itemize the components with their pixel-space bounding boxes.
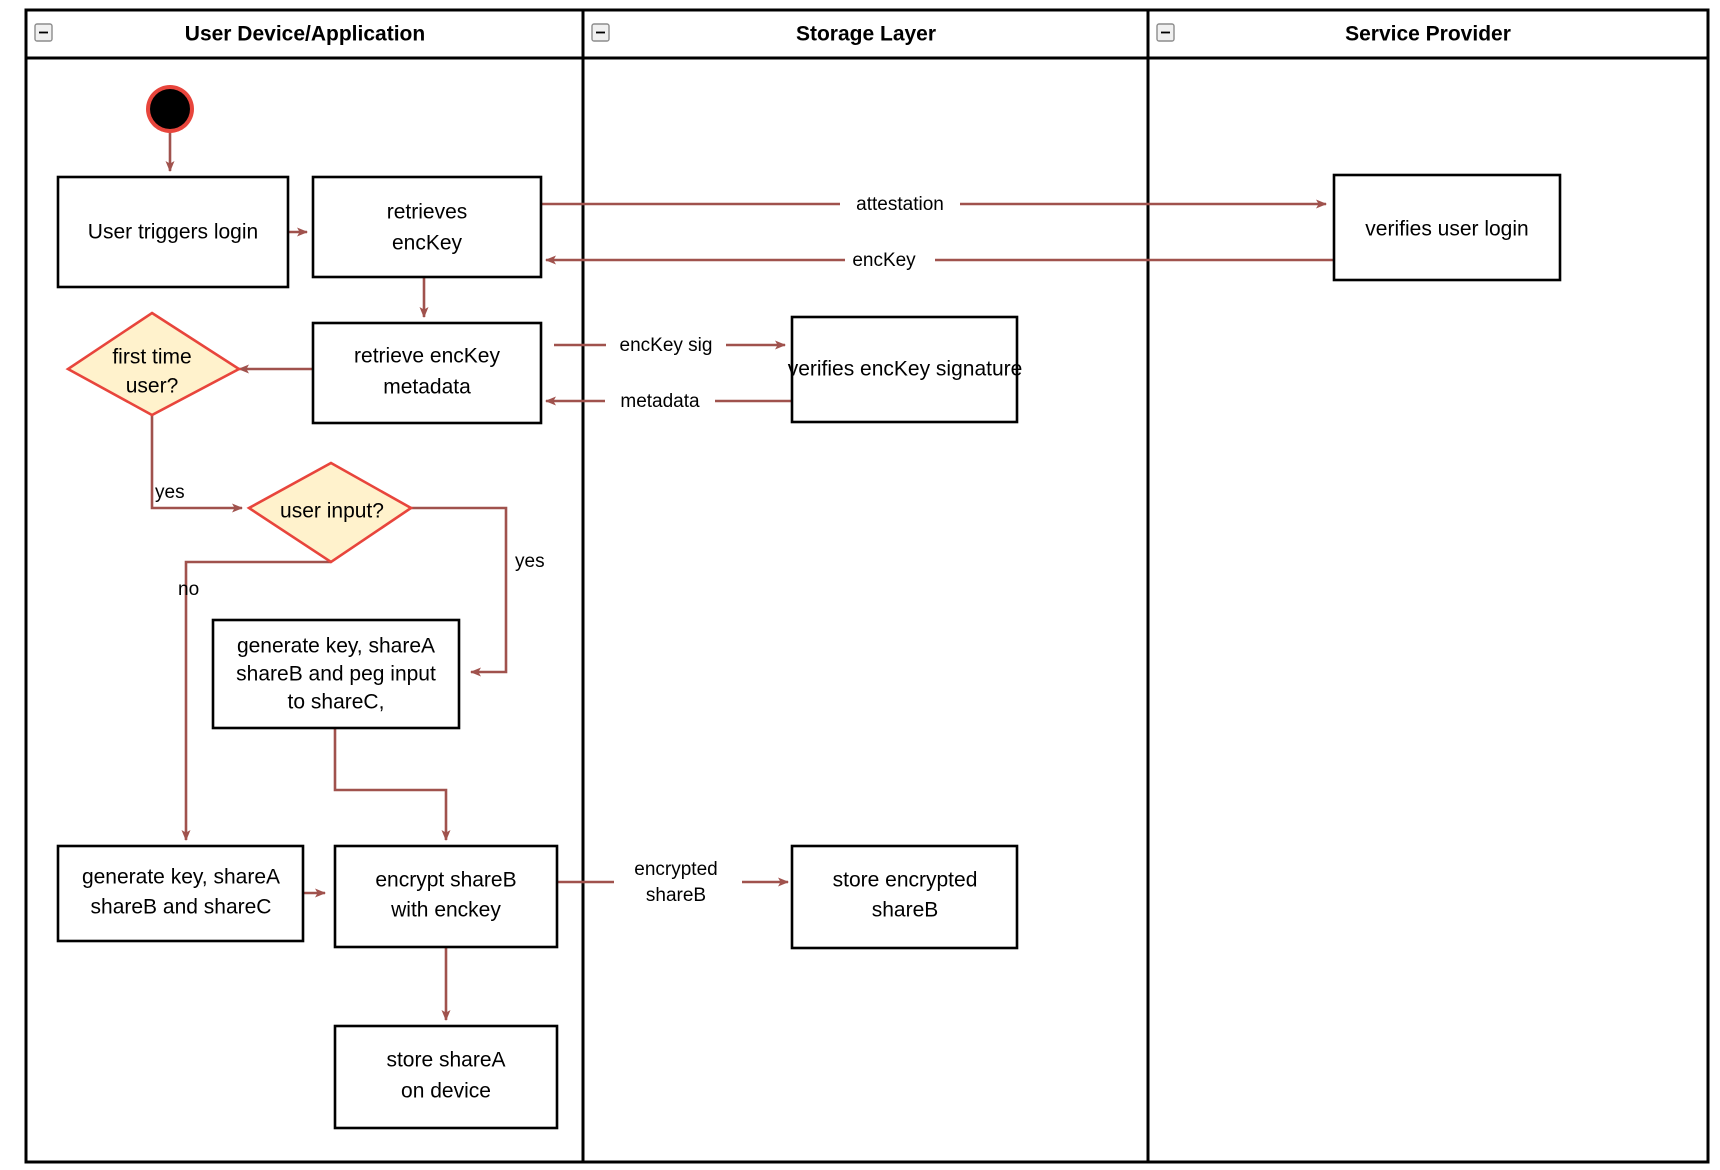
node-label-encrypt-l1: encrypt shareB bbox=[375, 869, 516, 892]
lane-title-user-device: User Device/Application bbox=[185, 23, 425, 46]
node-label-user-triggers-login: User triggers login bbox=[88, 221, 258, 244]
node-label-gen-sharec-l2: shareB and shareC bbox=[91, 896, 272, 919]
edge-label-enckey: encKey bbox=[852, 250, 916, 271]
edge-label-encrypted-line2: shareB bbox=[646, 885, 706, 906]
lane-header-user-device: User Device/Application bbox=[34, 23, 425, 46]
edge-peg-to-encrypt bbox=[333, 728, 451, 841]
node-label-gen-sharec-l1: generate key, shareA bbox=[82, 866, 280, 889]
node-label-gen-peg-l2: shareB and peg input bbox=[236, 663, 436, 686]
edge-label-yes-user-input: yes bbox=[515, 551, 545, 572]
edge-label-bg-attestation bbox=[840, 192, 960, 216]
node-decision-first-time-user[interactable]: first time user? bbox=[65, 311, 242, 417]
node-encrypt-shareb[interactable]: encrypt shareB with enckey bbox=[333, 844, 559, 949]
node-label-encrypt-l2: with enckey bbox=[390, 899, 501, 922]
edge-first-time-yes bbox=[150, 415, 243, 513]
edge-label-metadata: metadata bbox=[620, 391, 700, 412]
node-verifies-user-login[interactable]: verifies user login bbox=[1332, 173, 1562, 282]
node-label-verifies-sig: verifies encKey signature bbox=[788, 358, 1023, 381]
node-generate-key-sharec[interactable]: generate key, shareA shareB and shareC bbox=[56, 844, 305, 943]
edge-user-input-yes bbox=[411, 506, 508, 677]
node-initial-start[interactable] bbox=[146, 85, 194, 133]
node-store-encrypted-shareb[interactable]: store encrypted shareB bbox=[790, 844, 1019, 950]
edge-label-bg-enckey-sig bbox=[606, 333, 726, 357]
diagram-frame bbox=[24, 8, 1710, 1164]
node-label-first-time-l2: user? bbox=[126, 375, 179, 398]
node-verifies-enckey-signature[interactable]: verifies encKey signature bbox=[788, 315, 1023, 424]
node-label-retrieve-meta-l2: metadata bbox=[383, 376, 471, 399]
node-label-store-sharea-l2: on device bbox=[401, 1080, 491, 1103]
node-label-retrieves-l1: retrieves bbox=[387, 201, 468, 224]
node-retrieves-enckey[interactable]: retrieves encKey bbox=[311, 175, 543, 279]
edge-label-no-user-input: no bbox=[178, 579, 199, 600]
lane-header-storage: Storage Layer bbox=[591, 23, 936, 46]
node-decision-user-input[interactable]: user input? bbox=[246, 461, 414, 564]
node-label-retrieve-meta-l1: retrieve encKey bbox=[354, 345, 500, 368]
edge-user-input-no bbox=[181, 560, 331, 841]
edge-label-encrypted-line1: encrypted bbox=[634, 859, 717, 880]
node-generate-key-peg[interactable]: generate key, shareA shareB and peg inpu… bbox=[211, 618, 461, 730]
node-label-store-enc-l2: shareB bbox=[872, 899, 939, 922]
node-label-store-sharea-l1: store shareA bbox=[386, 1049, 505, 1072]
edge-label-bg-enckey bbox=[845, 248, 935, 272]
node-label-store-enc-l1: store encrypted bbox=[833, 869, 978, 892]
node-retrieve-enckey-metadata[interactable]: retrieve encKey metadata bbox=[311, 321, 543, 425]
edge-label-enckey-sig: encKey sig bbox=[620, 335, 713, 356]
node-label-gen-peg-l3: to shareC, bbox=[288, 691, 385, 714]
node-label-gen-peg-l1: generate key, shareA bbox=[237, 635, 435, 658]
node-label-user-input-l1: user input? bbox=[280, 500, 384, 523]
edge-label-attestation: attestation bbox=[856, 194, 944, 215]
edge-label-bg-metadata bbox=[605, 389, 715, 413]
node-user-triggers-login[interactable]: User triggers login bbox=[56, 175, 290, 289]
node-label-first-time-l1: first time bbox=[112, 346, 191, 369]
lane-header-service-provider: Service Provider bbox=[1156, 23, 1511, 46]
edge-label-yes-first-time: yes bbox=[155, 482, 185, 503]
node-label-verifies-login: verifies user login bbox=[1365, 218, 1528, 241]
lane-title-storage: Storage Layer bbox=[796, 23, 936, 46]
start-node-fill bbox=[150, 89, 190, 129]
edge-label-bg-encrypted bbox=[614, 848, 742, 910]
node-label-retrieves-l2: encKey bbox=[392, 232, 463, 255]
node-store-sharea[interactable]: store shareA on device bbox=[333, 1024, 559, 1130]
lane-title-service-provider: Service Provider bbox=[1345, 23, 1511, 46]
